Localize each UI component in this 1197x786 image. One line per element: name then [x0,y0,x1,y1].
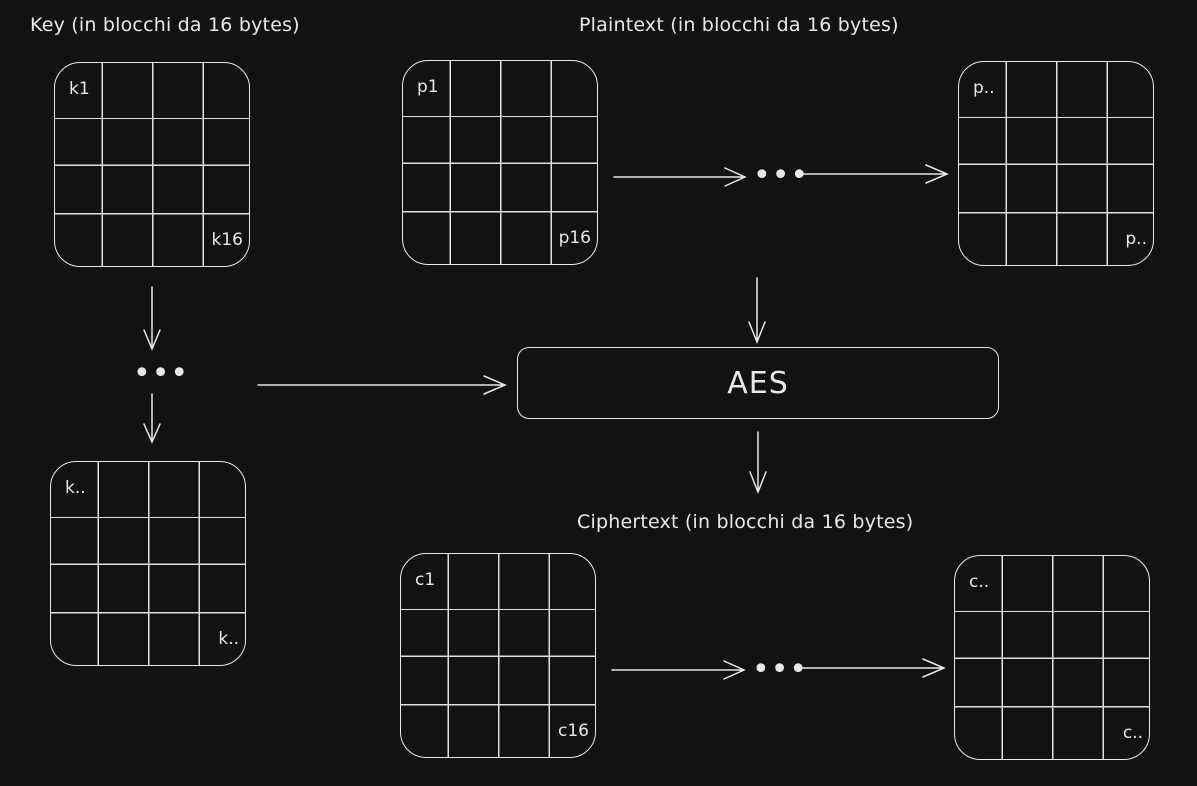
aes-box: AES [517,347,999,419]
ciphertext-arrow-right-2 [799,658,946,678]
ciphertext-arrow-right-1 [611,660,746,680]
plaintext-ellipsis: ••• [753,158,810,193]
ciphertext-ellipsis: ••• [752,652,809,687]
key-block-first: k1 k16 [54,62,250,267]
plaintext-arrow-right-1 [613,167,747,187]
key-label: Key (in blocchi da 16 bytes) [30,14,300,36]
ciphertext-block-last-start-cell: c.. [969,572,990,592]
key-block-last-end-cell: k.. [218,629,239,649]
plaintext-arrow-right-2 [800,164,949,184]
plaintext-label: Plaintext (in blocchi da 16 bytes) [579,14,899,36]
plaintext-block-last-end-cell: p.. [1125,229,1147,249]
ciphertext-block-last-end-cell: c.. [1122,723,1143,743]
plaintext-block-last-start-cell: p.. [973,78,995,98]
plaintext-block-first-start-cell: p1 [417,77,439,97]
key-block-first-start-cell: k1 [69,79,90,99]
key-block-last-start-cell: k.. [65,478,86,498]
ciphertext-label: Ciphertext (in blocchi da 16 bytes) [577,511,914,533]
key-block-last: k.. k.. [50,461,246,666]
ciphertext-block-first-start-cell: c1 [415,570,436,590]
key-ellipsis: ••• [133,356,190,391]
ciphertext-block-last: c.. c.. [954,555,1150,760]
aes-label: AES [727,365,789,401]
key-block-first-end-cell: k16 [211,230,243,250]
key-arrow-down-2 [143,393,161,444]
aes-arrow-to-ciphertext [749,431,767,495]
plaintext-arrow-to-aes [748,277,766,345]
plaintext-block-first-end-cell: p16 [558,228,591,248]
key-arrow-down-1 [143,286,161,351]
plaintext-block-first: p1 p16 [402,60,598,265]
plaintext-block-last: p.. p.. [958,61,1154,266]
key-arrow-to-aes [257,375,507,395]
ciphertext-block-first: c1 c16 [400,553,596,758]
ciphertext-block-first-end-cell: c16 [558,721,589,741]
